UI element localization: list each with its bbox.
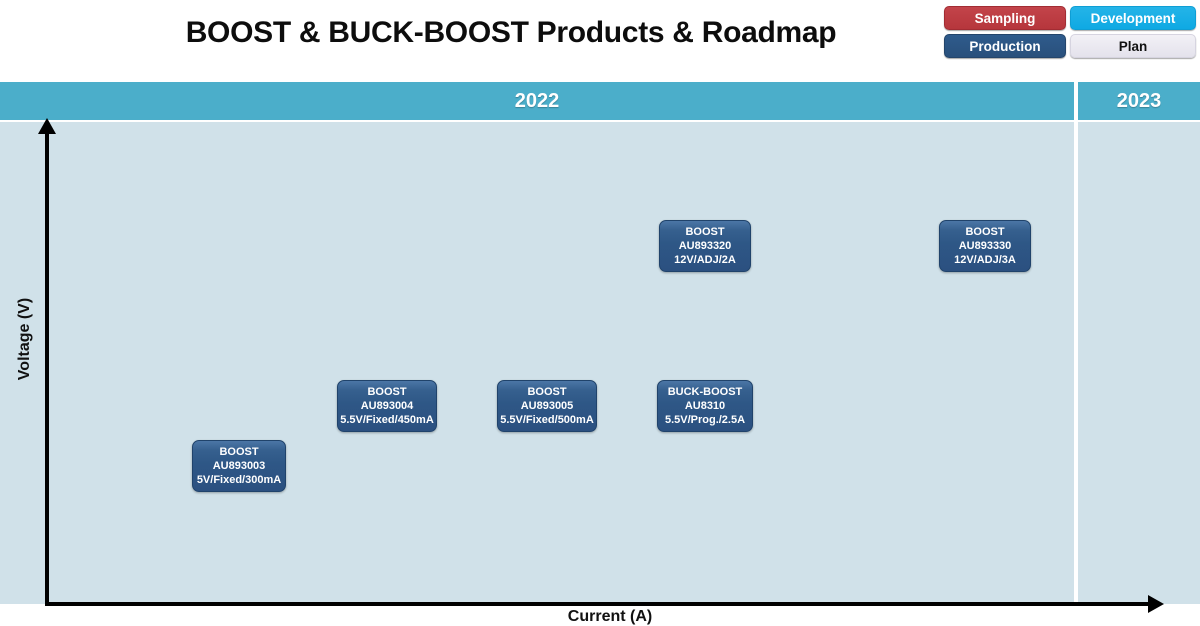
y-axis-arrow-icon — [38, 118, 56, 134]
product-spec: 5V/Fixed/300mA — [196, 474, 282, 487]
product-box[interactable]: BUCK-BOOST AU8310 5.5V/Prog./2.5A — [657, 380, 753, 432]
legend-chip-plan[interactable]: Plan — [1070, 34, 1196, 58]
y-axis-line — [45, 130, 49, 606]
product-part-number: AU893330 — [958, 239, 1012, 252]
product-spec: 5.5V/Fixed/500mA — [500, 414, 594, 427]
year-column-2023: 2023 — [1078, 82, 1200, 120]
slide-header: BOOST & BUCK-BOOST Products & Roadmap Sa… — [0, 0, 1200, 76]
y-axis-label: Voltage (V) — [16, 297, 33, 381]
x-axis-label: Current (A) — [567, 608, 653, 625]
legend-chip-production[interactable]: Production — [944, 34, 1066, 58]
product-box[interactable]: BOOST AU893005 5.5V/Fixed/500mA — [497, 380, 597, 432]
product-part-number: AU893004 — [360, 399, 414, 412]
product-family: BUCK-BOOST — [667, 385, 743, 398]
product-part-number: AU8310 — [684, 399, 726, 412]
product-part-number: AU893005 — [520, 399, 574, 412]
timeline-header: 2022 2023 — [0, 82, 1200, 120]
legend-chip-development[interactable]: Development — [1070, 6, 1196, 30]
product-box[interactable]: BOOST AU893004 5.5V/Fixed/450mA — [337, 380, 437, 432]
product-family: BOOST — [685, 225, 725, 238]
plot-area — [0, 122, 1200, 604]
product-spec: 5.5V/Fixed/450mA — [340, 414, 434, 427]
product-part-number: AU893320 — [678, 239, 732, 252]
product-part-number: AU893003 — [212, 459, 266, 472]
product-family: BOOST — [367, 385, 407, 398]
product-box[interactable]: BOOST AU893320 12V/ADJ/2A — [659, 220, 751, 272]
product-family: BOOST — [527, 385, 567, 398]
product-box[interactable]: BOOST AU893330 12V/ADJ/3A — [939, 220, 1031, 272]
year-column-2022: 2022 — [0, 82, 1074, 120]
x-axis-arrow-icon — [1148, 595, 1164, 613]
status-legend: Sampling Development Production Plan — [944, 4, 1196, 60]
page-title: BOOST & BUCK-BOOST Products & Roadmap — [185, 16, 837, 49]
product-spec: 5.5V/Prog./2.5A — [664, 414, 746, 427]
x-axis-line — [45, 602, 1150, 606]
year-column-divider — [1074, 122, 1078, 604]
product-family: BOOST — [219, 445, 259, 458]
product-box[interactable]: BOOST AU893003 5V/Fixed/300mA — [192, 440, 286, 492]
product-family: BOOST — [965, 225, 1005, 238]
legend-chip-sampling[interactable]: Sampling — [944, 6, 1066, 30]
product-spec: 12V/ADJ/3A — [954, 254, 1016, 267]
product-spec: 12V/ADJ/2A — [674, 254, 736, 267]
